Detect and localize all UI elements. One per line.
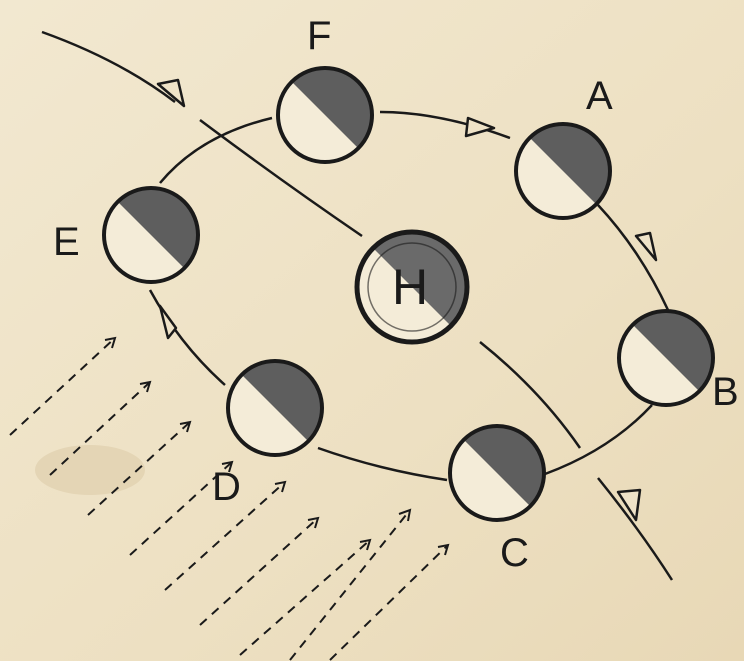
ray-arrowheads <box>104 336 450 556</box>
crossing-path <box>41 30 674 581</box>
label-e: E <box>53 220 80 264</box>
ray-line <box>239 539 371 656</box>
ray-line <box>289 509 411 661</box>
paper-stain <box>35 445 145 495</box>
phase-circle-c <box>448 424 546 522</box>
ray-line <box>164 481 286 591</box>
ray-line <box>49 381 151 476</box>
crossing-path-segment <box>479 341 582 449</box>
crossing-arrows <box>156 78 642 522</box>
ray-line <box>329 544 449 661</box>
orbit-arrow-a-b <box>634 231 658 262</box>
orbit-segment-b-c <box>544 404 653 476</box>
orbit-arrow-d-e <box>158 304 178 340</box>
orbit-segment-f-a <box>379 110 511 140</box>
label-b: B <box>712 370 739 414</box>
orbit-segment-d-e <box>148 289 226 386</box>
crossing-path-segment <box>41 30 176 103</box>
phase-circle-a <box>514 122 612 220</box>
ray-arrowhead <box>179 420 192 433</box>
phase-circle-b <box>617 309 715 407</box>
phase-circle-f <box>276 66 374 164</box>
ray-arrowhead <box>398 508 412 522</box>
label-h: H <box>392 259 429 315</box>
orbit-arrows <box>158 116 658 340</box>
ray-line <box>129 461 233 556</box>
orbit-arrow-f-a <box>464 116 496 138</box>
phase-circle-e <box>102 186 200 284</box>
ray-arrowhead <box>359 538 372 551</box>
label-d: D <box>212 465 241 509</box>
phase-circle-d <box>226 359 324 457</box>
orbit-path <box>148 110 670 482</box>
label-f: F <box>307 14 332 58</box>
ray-line <box>9 337 116 436</box>
orbit-segment-a-b <box>597 204 670 311</box>
crossing-path-segment <box>597 477 674 581</box>
crossing-arrow-top <box>156 78 186 108</box>
ray-line <box>87 421 191 516</box>
ray-arrowhead <box>139 380 152 393</box>
crossing-path-segment <box>199 118 363 238</box>
central-body-h <box>354 229 470 345</box>
ray-line <box>199 517 319 626</box>
orbit-segment-e-f <box>159 116 273 184</box>
ray-arrowhead <box>104 336 117 349</box>
label-c: C <box>500 531 529 575</box>
crossing-arrow-bottom <box>616 488 642 522</box>
ray-arrowhead <box>437 543 450 556</box>
ray-arrowhead <box>274 480 287 493</box>
orbit-segment-c-d <box>317 446 448 482</box>
incoming-rays <box>9 337 449 661</box>
ray-arrowhead <box>307 516 320 529</box>
label-a: A <box>586 74 613 118</box>
ray-arrowhead <box>221 460 234 473</box>
